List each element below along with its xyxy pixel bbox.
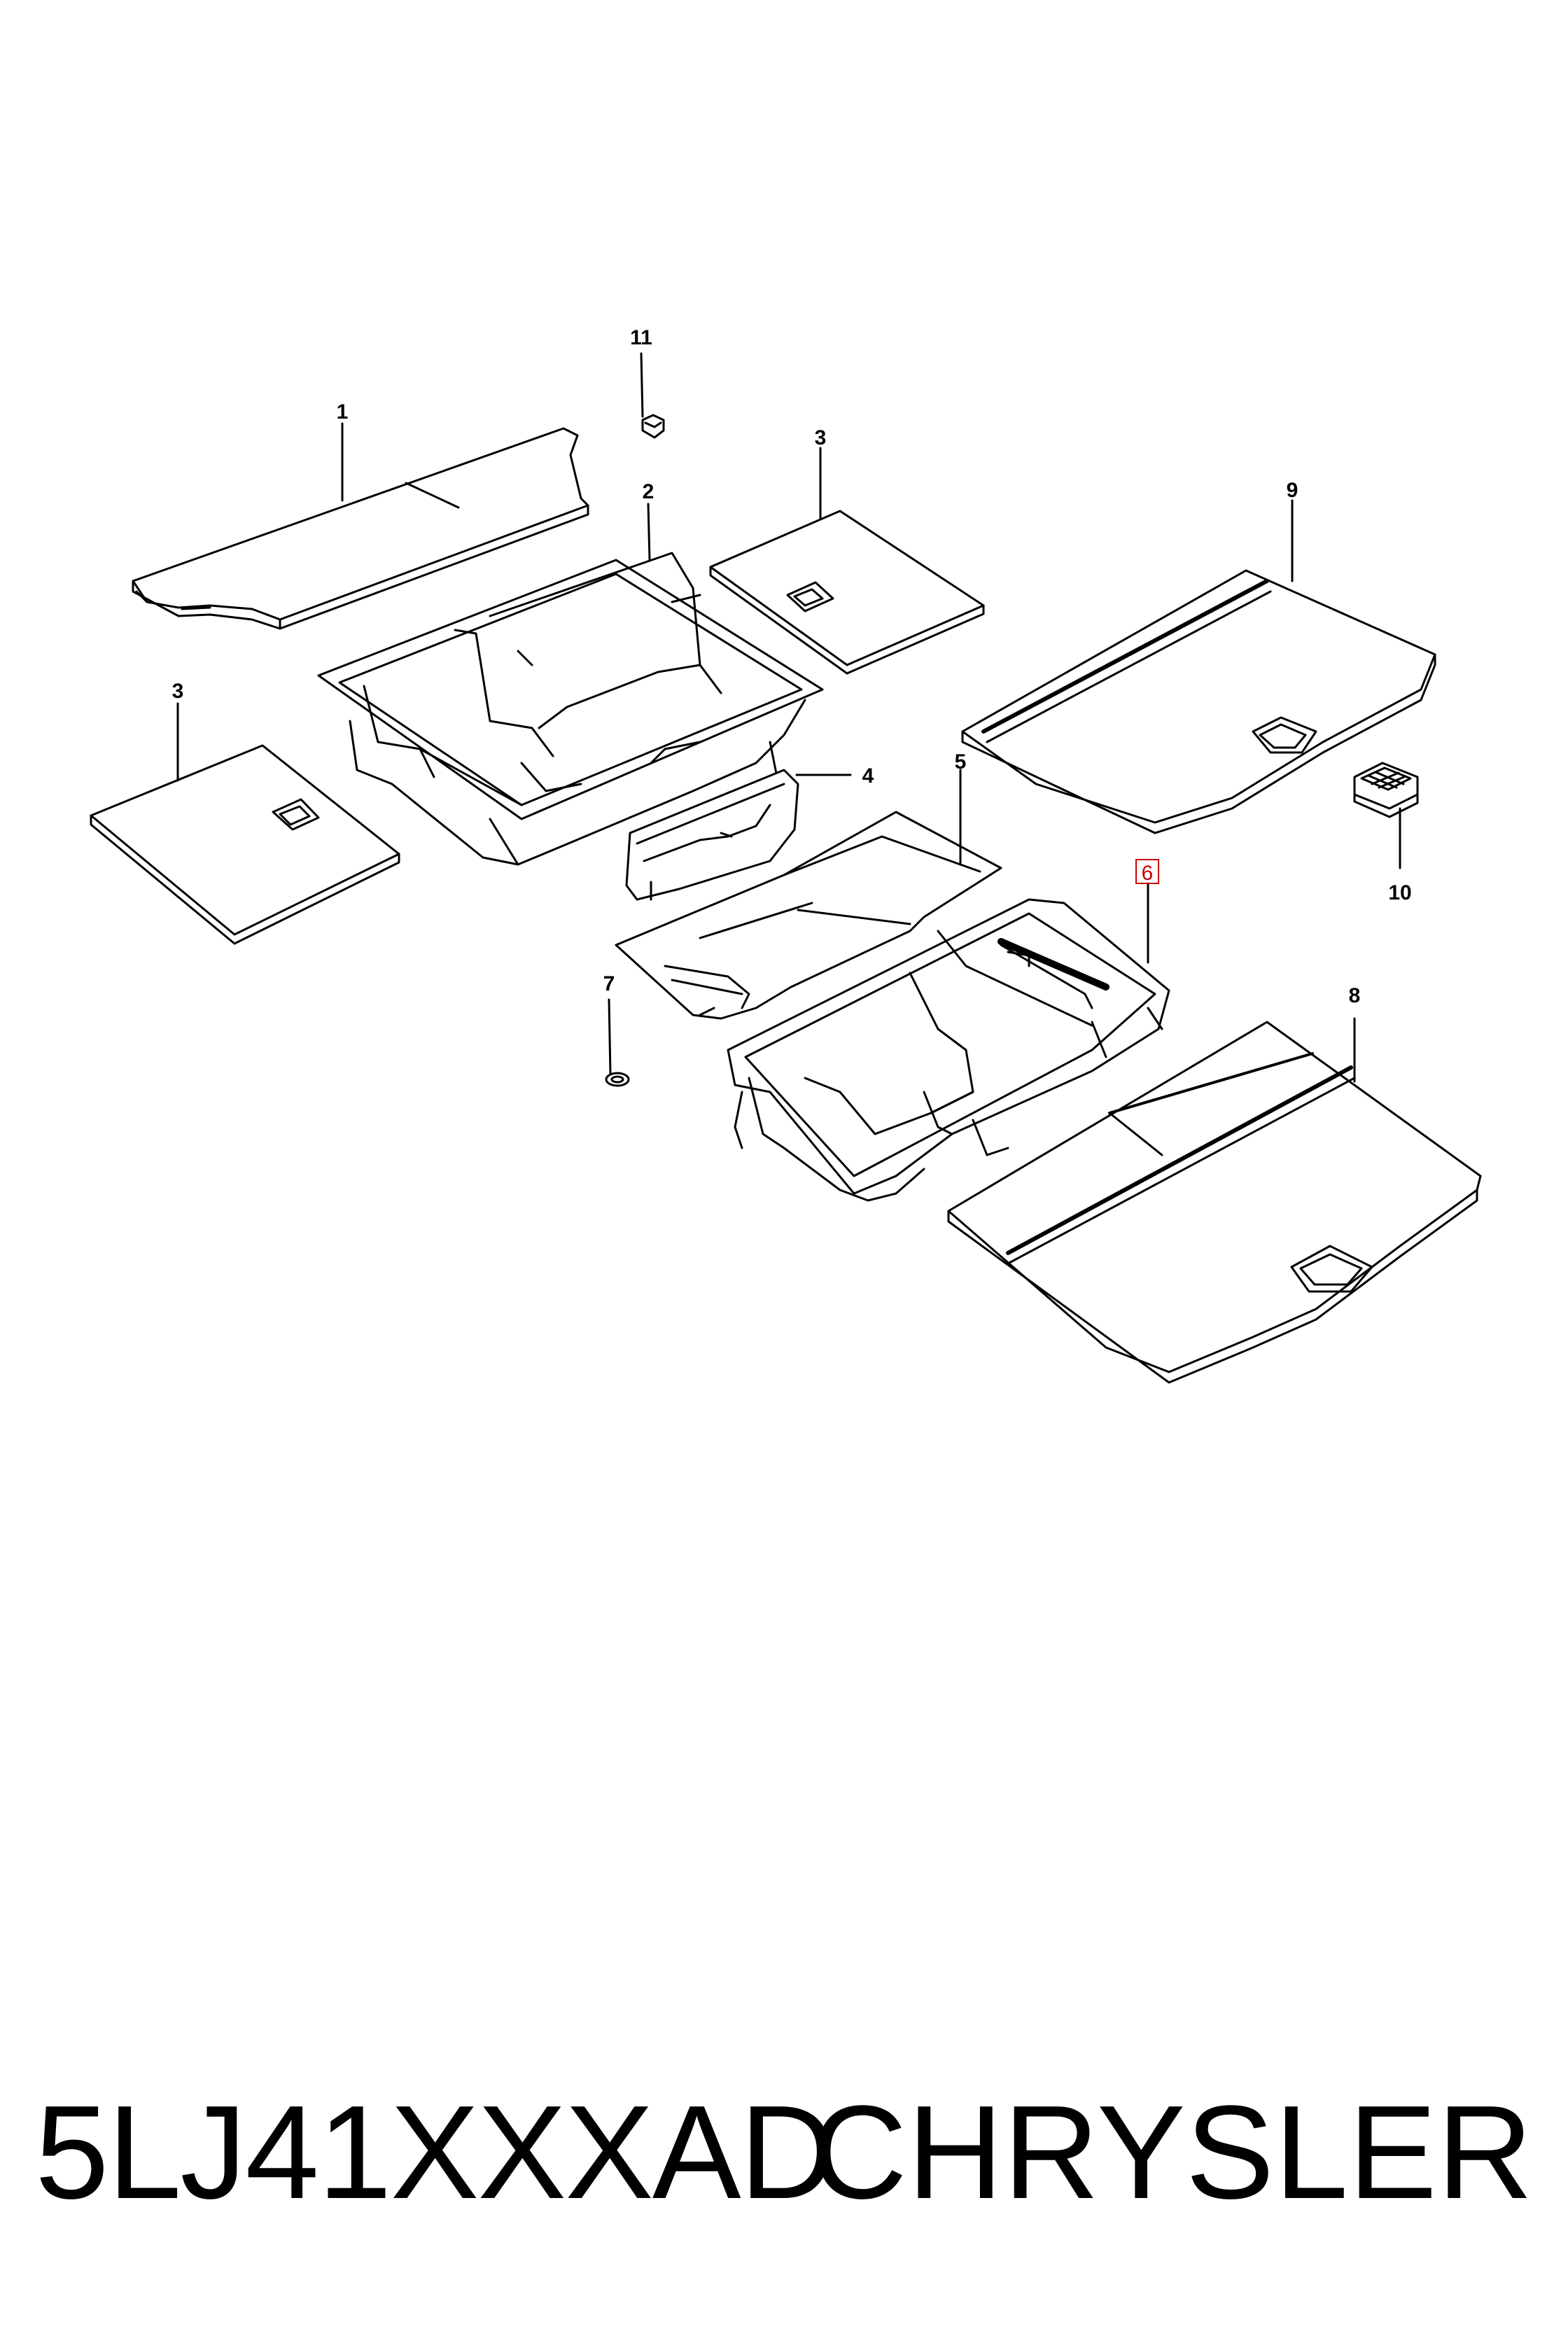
callout-9: 9 [1287, 479, 1298, 502]
alpine-logo-icon [997, 938, 1110, 990]
footer: 5LJ41XXXAD CHRYSLER [35, 2082, 1533, 2222]
part-2-storage-bin [317, 552, 824, 866]
callout-3-lower: 3 [172, 680, 184, 703]
part-4-trim-bracket [625, 769, 799, 901]
part-9-cargo-cover-upper [961, 569, 1436, 834]
brand-name: CHRYSLER [811, 2078, 1533, 2227]
part-3-access-panel-lower [90, 744, 400, 945]
part-7-fastener [605, 1072, 630, 1087]
part-8-cargo-cover-lower [947, 1021, 1482, 1384]
callout-11: 11 [630, 326, 652, 349]
part-3-access-panel-upper [709, 510, 985, 675]
callout-6: 6 [1142, 862, 1154, 885]
callout-3-upper: 3 [815, 426, 827, 449]
callout-5: 5 [955, 750, 967, 774]
callout-10: 10 [1388, 881, 1411, 904]
callout-2: 2 [643, 480, 654, 503]
part-1-load-floor-panel [132, 427, 589, 630]
part-number: 5LJ41XXXAD [35, 2078, 836, 2227]
callout-6-highlight-box [1135, 859, 1159, 884]
part-11-clip [641, 414, 665, 439]
part-6-subwoofer-tray [727, 898, 1170, 1202]
callout-4: 4 [862, 764, 874, 788]
callout-7: 7 [603, 972, 615, 995]
leader-lines [176, 352, 1401, 1083]
callout-1: 1 [337, 400, 349, 424]
callout-8: 8 [1349, 984, 1361, 1007]
part-10-vent-grille [1353, 762, 1419, 818]
part-5-floor-mat [615, 811, 1002, 1020]
